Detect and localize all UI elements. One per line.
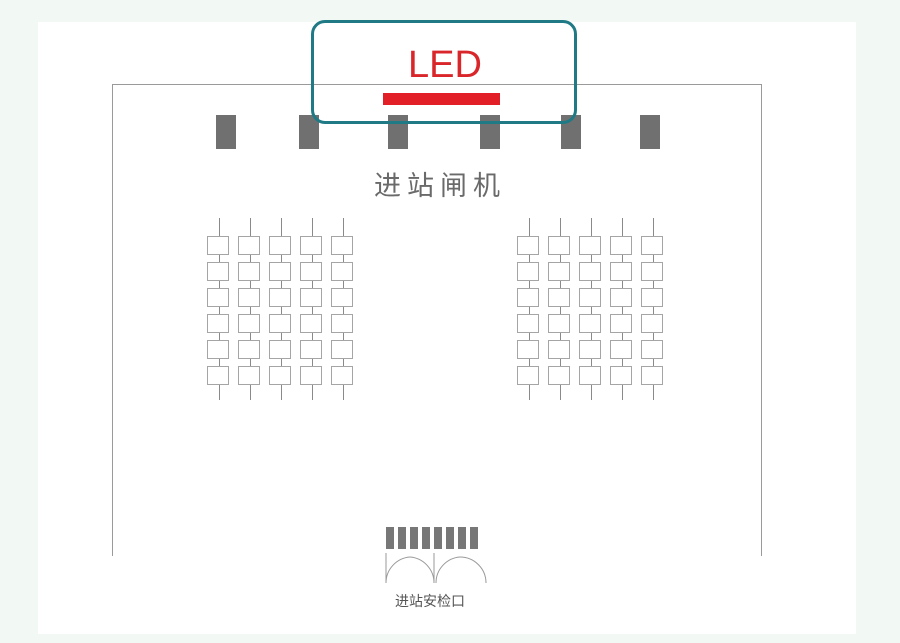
- gate-box: [300, 236, 322, 255]
- gate-box: [238, 288, 260, 307]
- security-bar: [446, 527, 454, 549]
- gate-line: [560, 218, 561, 400]
- gate-box: [207, 236, 229, 255]
- gate-box: [238, 340, 260, 359]
- gate-box: [331, 262, 353, 281]
- gate-box: [300, 262, 322, 281]
- gate-box: [238, 262, 260, 281]
- gate-line: [343, 218, 344, 400]
- gate-box: [517, 366, 539, 385]
- gate-title: 进站闸机: [374, 171, 506, 202]
- gate-box: [269, 366, 291, 385]
- gate-box: [300, 314, 322, 333]
- gate-box: [548, 288, 570, 307]
- pillar: [216, 115, 236, 149]
- gate-box: [238, 314, 260, 333]
- gate-line: [250, 218, 251, 400]
- gate-box: [207, 366, 229, 385]
- gate-box: [300, 366, 322, 385]
- led-highlight-frame: [311, 20, 577, 124]
- security-bar: [422, 527, 430, 549]
- security-bar: [470, 527, 478, 549]
- led-screen: [383, 93, 500, 105]
- gate-line: [281, 218, 282, 400]
- gate-box: [548, 366, 570, 385]
- gate-box: [579, 236, 601, 255]
- gate-box: [579, 262, 601, 281]
- gate-box: [300, 288, 322, 307]
- gate-box: [579, 288, 601, 307]
- security-bar: [458, 527, 466, 549]
- gate-box: [517, 314, 539, 333]
- gate-line: [622, 218, 623, 400]
- gate-box: [641, 236, 663, 255]
- gate-box: [207, 340, 229, 359]
- gate-box: [300, 340, 322, 359]
- gate-line: [312, 218, 313, 400]
- gate-box: [331, 340, 353, 359]
- gate-box: [610, 366, 632, 385]
- security-bar: [410, 527, 418, 549]
- gate-box: [207, 314, 229, 333]
- gate-box: [269, 262, 291, 281]
- gate-box: [517, 262, 539, 281]
- gate-box: [610, 340, 632, 359]
- gate-box: [238, 236, 260, 255]
- gate-box: [610, 288, 632, 307]
- gate-box: [331, 288, 353, 307]
- security-label: 进站安检口: [395, 594, 465, 610]
- gate-box: [331, 236, 353, 255]
- gate-box: [641, 262, 663, 281]
- gate-box: [548, 314, 570, 333]
- gate-line: [529, 218, 530, 400]
- gate-box: [548, 340, 570, 359]
- gate-box: [548, 236, 570, 255]
- gate-line: [219, 218, 220, 400]
- gate-box: [610, 314, 632, 333]
- gate-box: [269, 236, 291, 255]
- gate-box: [269, 314, 291, 333]
- gate-box: [517, 340, 539, 359]
- gate-box: [331, 314, 353, 333]
- gate-line: [591, 218, 592, 400]
- gate-box: [207, 262, 229, 281]
- security-bar: [386, 527, 394, 549]
- gate-box: [610, 262, 632, 281]
- gate-box: [579, 366, 601, 385]
- gate-box: [641, 288, 663, 307]
- gate-box: [331, 366, 353, 385]
- security-bar: [398, 527, 406, 549]
- gate-box: [610, 236, 632, 255]
- station-hall-outline: [112, 84, 762, 556]
- gate-box: [548, 262, 570, 281]
- gate-box: [517, 288, 539, 307]
- gate-box: [517, 236, 539, 255]
- security-door-arcs: [385, 553, 487, 584]
- gate-box: [641, 340, 663, 359]
- gate-box: [579, 340, 601, 359]
- gate-box: [641, 314, 663, 333]
- gate-box: [641, 366, 663, 385]
- gate-box: [269, 340, 291, 359]
- gate-line: [653, 218, 654, 400]
- gate-box: [269, 288, 291, 307]
- security-bar: [434, 527, 442, 549]
- pillar: [640, 115, 660, 149]
- gate-box: [207, 288, 229, 307]
- gate-box: [238, 366, 260, 385]
- pillar: [299, 115, 319, 149]
- led-label: LED: [408, 44, 482, 86]
- gate-box: [579, 314, 601, 333]
